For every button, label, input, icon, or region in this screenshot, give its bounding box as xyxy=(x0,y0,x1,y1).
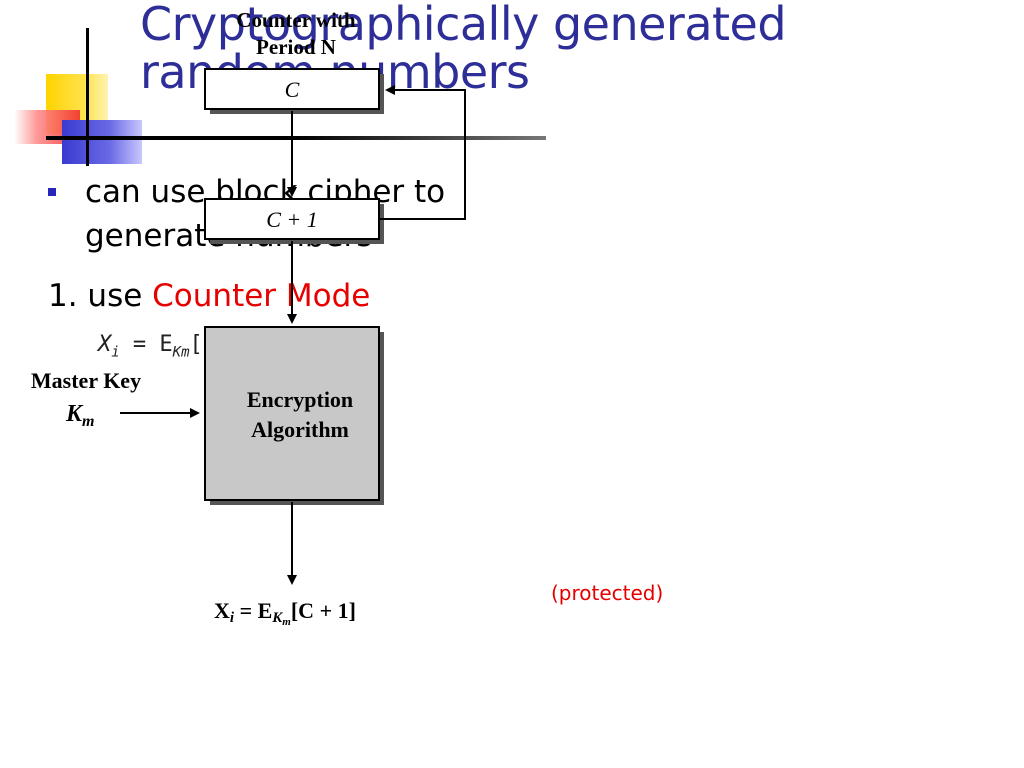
bullet-square-icon xyxy=(48,188,56,196)
decorative-blue-block xyxy=(62,120,142,164)
counter-mode-diagram: Counter with Period N C C + 1 Encryption… xyxy=(31,8,466,628)
counter-heading-line2: Period N xyxy=(256,35,336,59)
master-key-k: K xyxy=(65,401,84,427)
output-eq: = E xyxy=(234,598,272,623)
output-key: K xyxy=(271,610,283,626)
output-formula: Xi = EKm[C + 1] xyxy=(214,598,356,628)
counter-box xyxy=(204,68,380,110)
master-key-label: Master Key xyxy=(31,368,141,393)
encryption-box xyxy=(204,326,380,501)
step-prefix: 1. use xyxy=(48,278,153,314)
output-rhs: [C + 1] xyxy=(291,598,356,623)
title-underline-rule xyxy=(46,136,546,140)
protected-note: (protected) xyxy=(551,581,664,605)
output-x: X xyxy=(214,598,230,623)
increment-box xyxy=(204,198,380,240)
encryption-label-line2: Algorithm xyxy=(251,417,349,442)
formula-lhs-sub: i xyxy=(111,344,120,361)
counter-heading-line1: Counter with xyxy=(236,8,356,32)
master-key-sub: m xyxy=(82,413,94,430)
feedback-loop-line xyxy=(380,85,466,220)
step-line: 1. use Counter Mode xyxy=(48,276,370,316)
master-key-symbol: Km xyxy=(65,401,94,430)
encryption-label-line1: Encryption xyxy=(247,387,353,412)
increment-box-label: C + 1 xyxy=(266,207,318,232)
formula-lhs: X xyxy=(98,332,112,357)
decorative-vertical-rule xyxy=(86,28,89,166)
formula-key-sub: Km xyxy=(172,344,190,361)
formula-eq: = E xyxy=(119,332,173,357)
counter-mode-highlight: Counter Mode xyxy=(152,278,371,314)
output-key-sub: m xyxy=(282,616,291,628)
output-sub-i: i xyxy=(230,610,235,626)
counter-box-label: C xyxy=(285,77,300,102)
